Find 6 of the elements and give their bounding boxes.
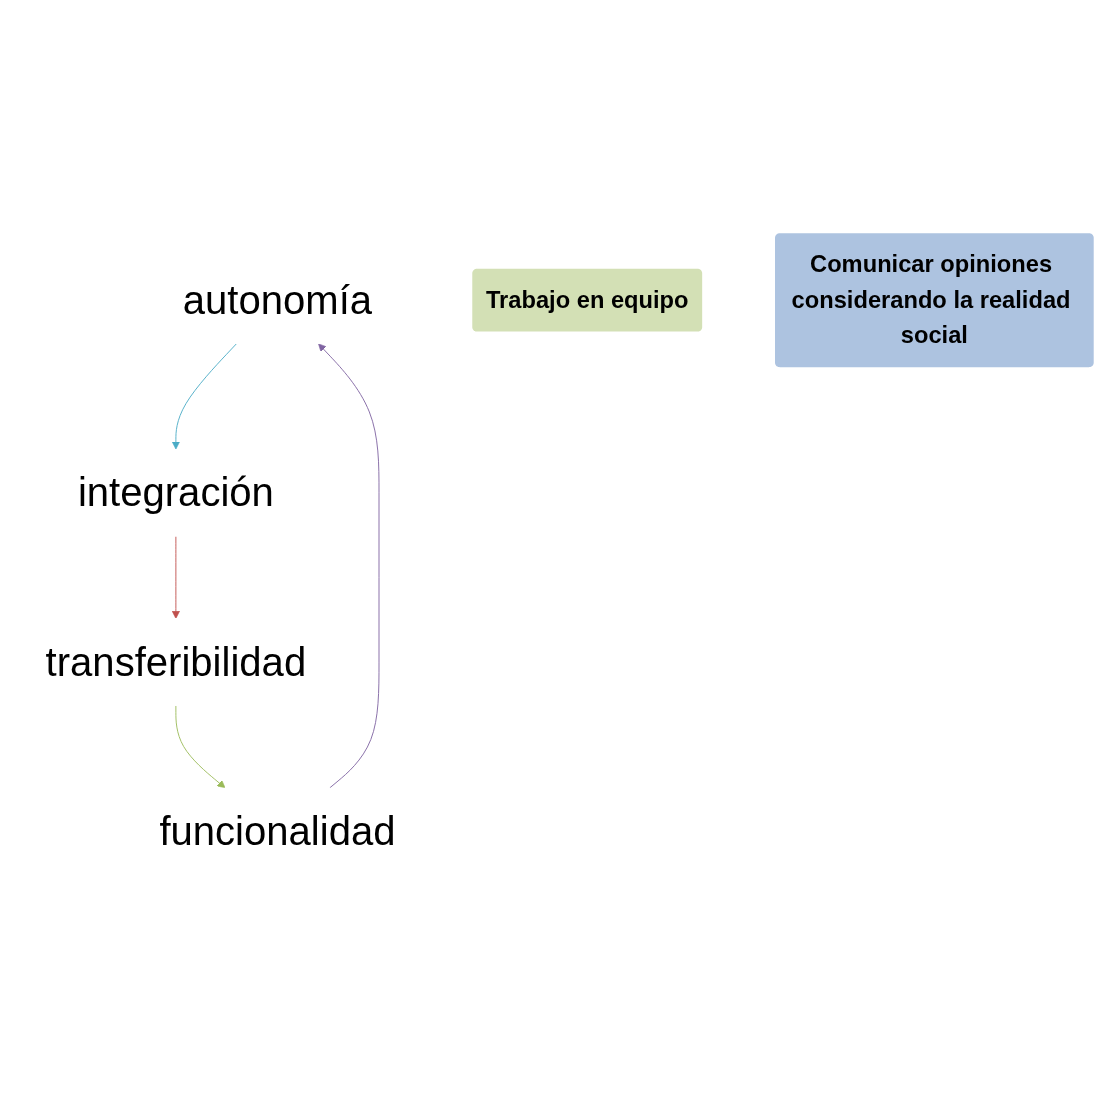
node-text: integración: [77, 469, 274, 515]
node-text: funcionalidad: [158, 808, 396, 854]
node-box: Trabajo en equipo: [471, 268, 702, 332]
node-box: Comunicar opiniones considerando la realidad social: [774, 233, 1094, 367]
node-text: transferibilidad: [45, 639, 306, 684]
node-text: autonomía: [182, 277, 372, 322]
